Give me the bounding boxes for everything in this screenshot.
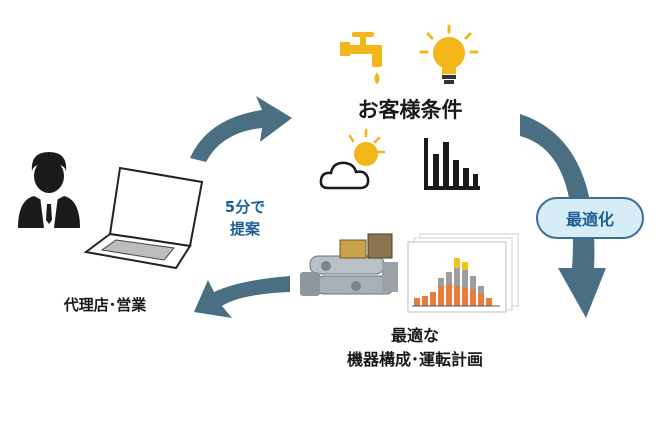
proposal-time-label: 5分で 提案 (205, 196, 285, 240)
proposal-time-text: 5分で 提案 (224, 198, 266, 238)
partly-cloudy-icon (319, 128, 386, 190)
result-line-1: 最適な (390, 326, 439, 345)
stacked-chart-icon (407, 233, 519, 313)
light-bulb-icon (419, 24, 479, 84)
bar-chart-icon (424, 138, 480, 190)
result-line-2: 機器構成･運転計画 (346, 350, 483, 369)
agent-sales-label: 代理店･営業 (63, 296, 147, 314)
chiller-equipment-icon (300, 233, 398, 296)
optimal-result-label: 最適な 機器構成･運転計画 (300, 324, 530, 372)
arrow-result-to-agent (194, 276, 290, 318)
water-faucet-icon (340, 32, 382, 84)
optimization-badge: 最適化 (536, 197, 644, 239)
arrow-agent-to-customer (190, 96, 292, 162)
customer-conditions-label: お客様条件 (357, 98, 463, 122)
businessman-icon (18, 152, 80, 228)
arrow-customer-to-result (520, 114, 606, 318)
laptop-icon (83, 166, 204, 270)
